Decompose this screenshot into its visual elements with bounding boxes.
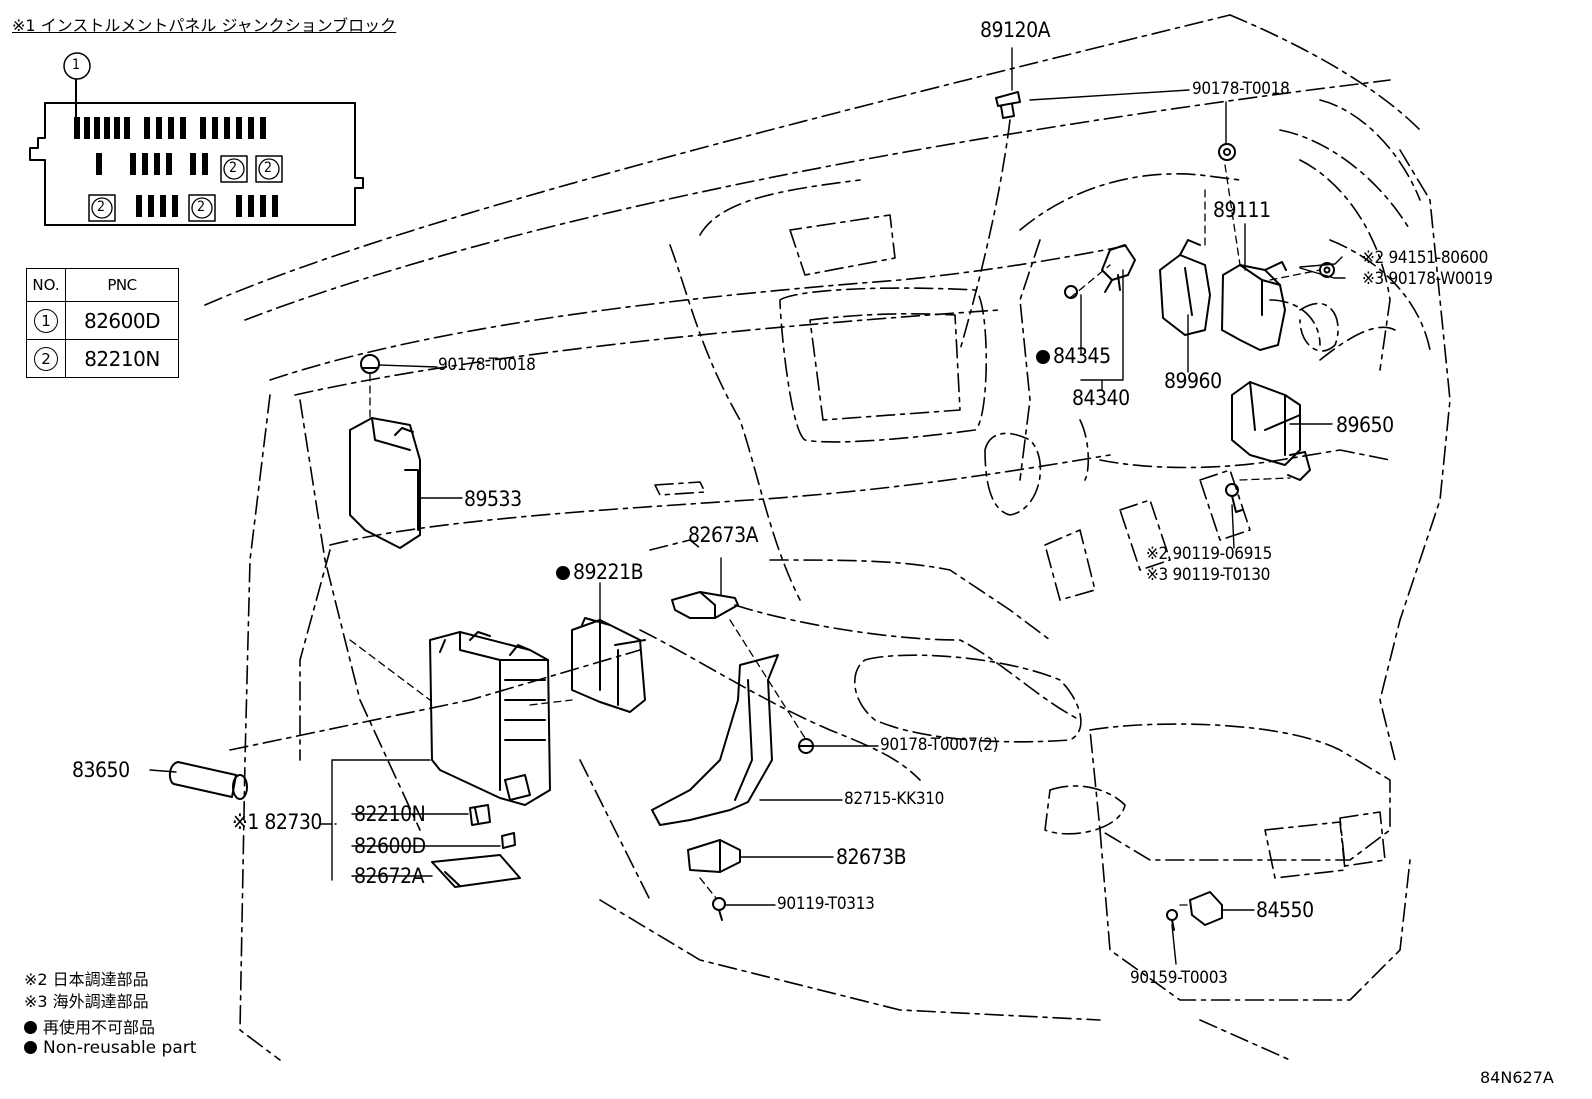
legend-overseas: ※3 海外調達部品 [24,992,149,1011]
fuse-callout: 2 [97,199,105,215]
part-label-82672A[interactable]: 82672A [354,864,425,888]
part-label-84340[interactable]: 84340 [1072,386,1130,410]
component-89221B [571,617,646,713]
part-label-89650[interactable]: 89650 [1336,413,1394,437]
row-number-badge: 2 [34,346,58,371]
part-label-89533[interactable]: 89533 [464,487,522,511]
clip-90178-T0007 [798,738,814,754]
bolt-90159-T0003 [1166,909,1178,931]
part-label-90159-T0003[interactable]: 90159-T0003 [1130,968,1228,988]
component-89111 [1221,261,1287,351]
part-label-82730[interactable]: ※1 82730 [232,810,322,834]
leader-lines [149,47,1346,965]
part-label-90178-T0018-left[interactable]: 90178-T0018 [438,355,536,375]
bolt-90119-06915 [1225,483,1243,513]
row-pnc[interactable]: 82600D [65,301,179,340]
part-label-82673B[interactable]: 82673B [836,845,907,869]
part-label-89960[interactable]: 89960 [1164,369,1222,393]
component-82673A [671,591,739,619]
part-label-82715-KK310[interactable]: 82715-KK310 [844,789,945,809]
component-89533 [349,417,421,549]
component-89120A [995,91,1021,119]
pnc-table-header: NO. PNC [26,268,179,302]
part-label-84345[interactable]: 84345 [1036,346,1111,367]
clip-90178-T0018-top [1218,143,1236,161]
component-82715 [651,654,779,826]
part-label-82600D[interactable]: 82600D [354,834,426,858]
part-label-94151-80600[interactable]: ※2 94151-80600 [1362,248,1489,268]
junction-callout: 1 [72,57,80,73]
component-84340 [1064,244,1136,299]
clip-90178-T0018-left [360,354,380,374]
legend-non-reusable-jp: 再使用不可部品 [24,1014,155,1038]
component-83650 [168,761,248,800]
part-label-82210N[interactable]: 82210N [354,802,426,826]
header-pnc: PNC [65,268,179,302]
component-82672A [431,854,521,888]
part-label-90178-W0019[interactable]: ※3 90178-W0019 [1362,269,1493,289]
table-row: 1 82600D [26,301,179,340]
part-label-89120A[interactable]: 89120A [980,18,1051,42]
part-label-90119-06915[interactable]: ※2 90119-06915 [1146,544,1273,564]
part-label-82673A[interactable]: 82673A [688,523,759,547]
component-84550 [1189,891,1223,926]
pnc-table: NO. PNC 1 82600D 2 82210N [26,268,179,378]
part-label-90119-T0130[interactable]: ※3 90119-T0130 [1146,565,1271,585]
fuse-callout: 2 [264,160,272,176]
header-no: NO. [26,268,66,302]
part-label-83650[interactable]: 83650 [72,758,130,782]
component-89960 [1159,239,1211,336]
component-89650 [1231,381,1311,481]
diagram-title: ※1 インストルメントパネル ジャンクションブロック [12,16,397,35]
component-82600D [501,832,516,849]
assembly-dashed-lines [349,164,1321,906]
part-label-90178-T0018-top[interactable]: 90178-T0018 [1192,79,1290,99]
part-label-89111[interactable]: 89111 [1213,198,1271,222]
legend-non-reusable-en: Non-reusable part [24,1038,196,1058]
row-pnc[interactable]: 82210N [65,339,179,378]
legend-domestic: ※2 日本調達部品 [24,970,149,989]
fuse-callout: 2 [197,199,205,215]
dashboard-outline [204,14,1451,1061]
fuse-callout: 2 [229,160,237,176]
part-label-84550[interactable]: 84550 [1256,898,1314,922]
row-number-badge: 1 [34,308,58,333]
bolt-90119-T0313 [712,897,726,921]
junction-block-illustration [29,52,364,226]
part-label-89221B[interactable]: 89221B [556,562,644,583]
diagram-code: 84N627A [1480,1068,1554,1087]
part-label-90178-T0007[interactable]: 90178-T0007(2) [880,735,999,755]
component-82730 [429,631,551,806]
part-label-90119-T0313[interactable]: 90119-T0313 [777,894,875,914]
filled-dot-icon [24,1041,37,1054]
component-82210N [469,804,491,826]
filled-dot-icon [24,1021,37,1034]
table-row: 2 82210N [26,339,179,378]
component-82673B [687,839,741,873]
